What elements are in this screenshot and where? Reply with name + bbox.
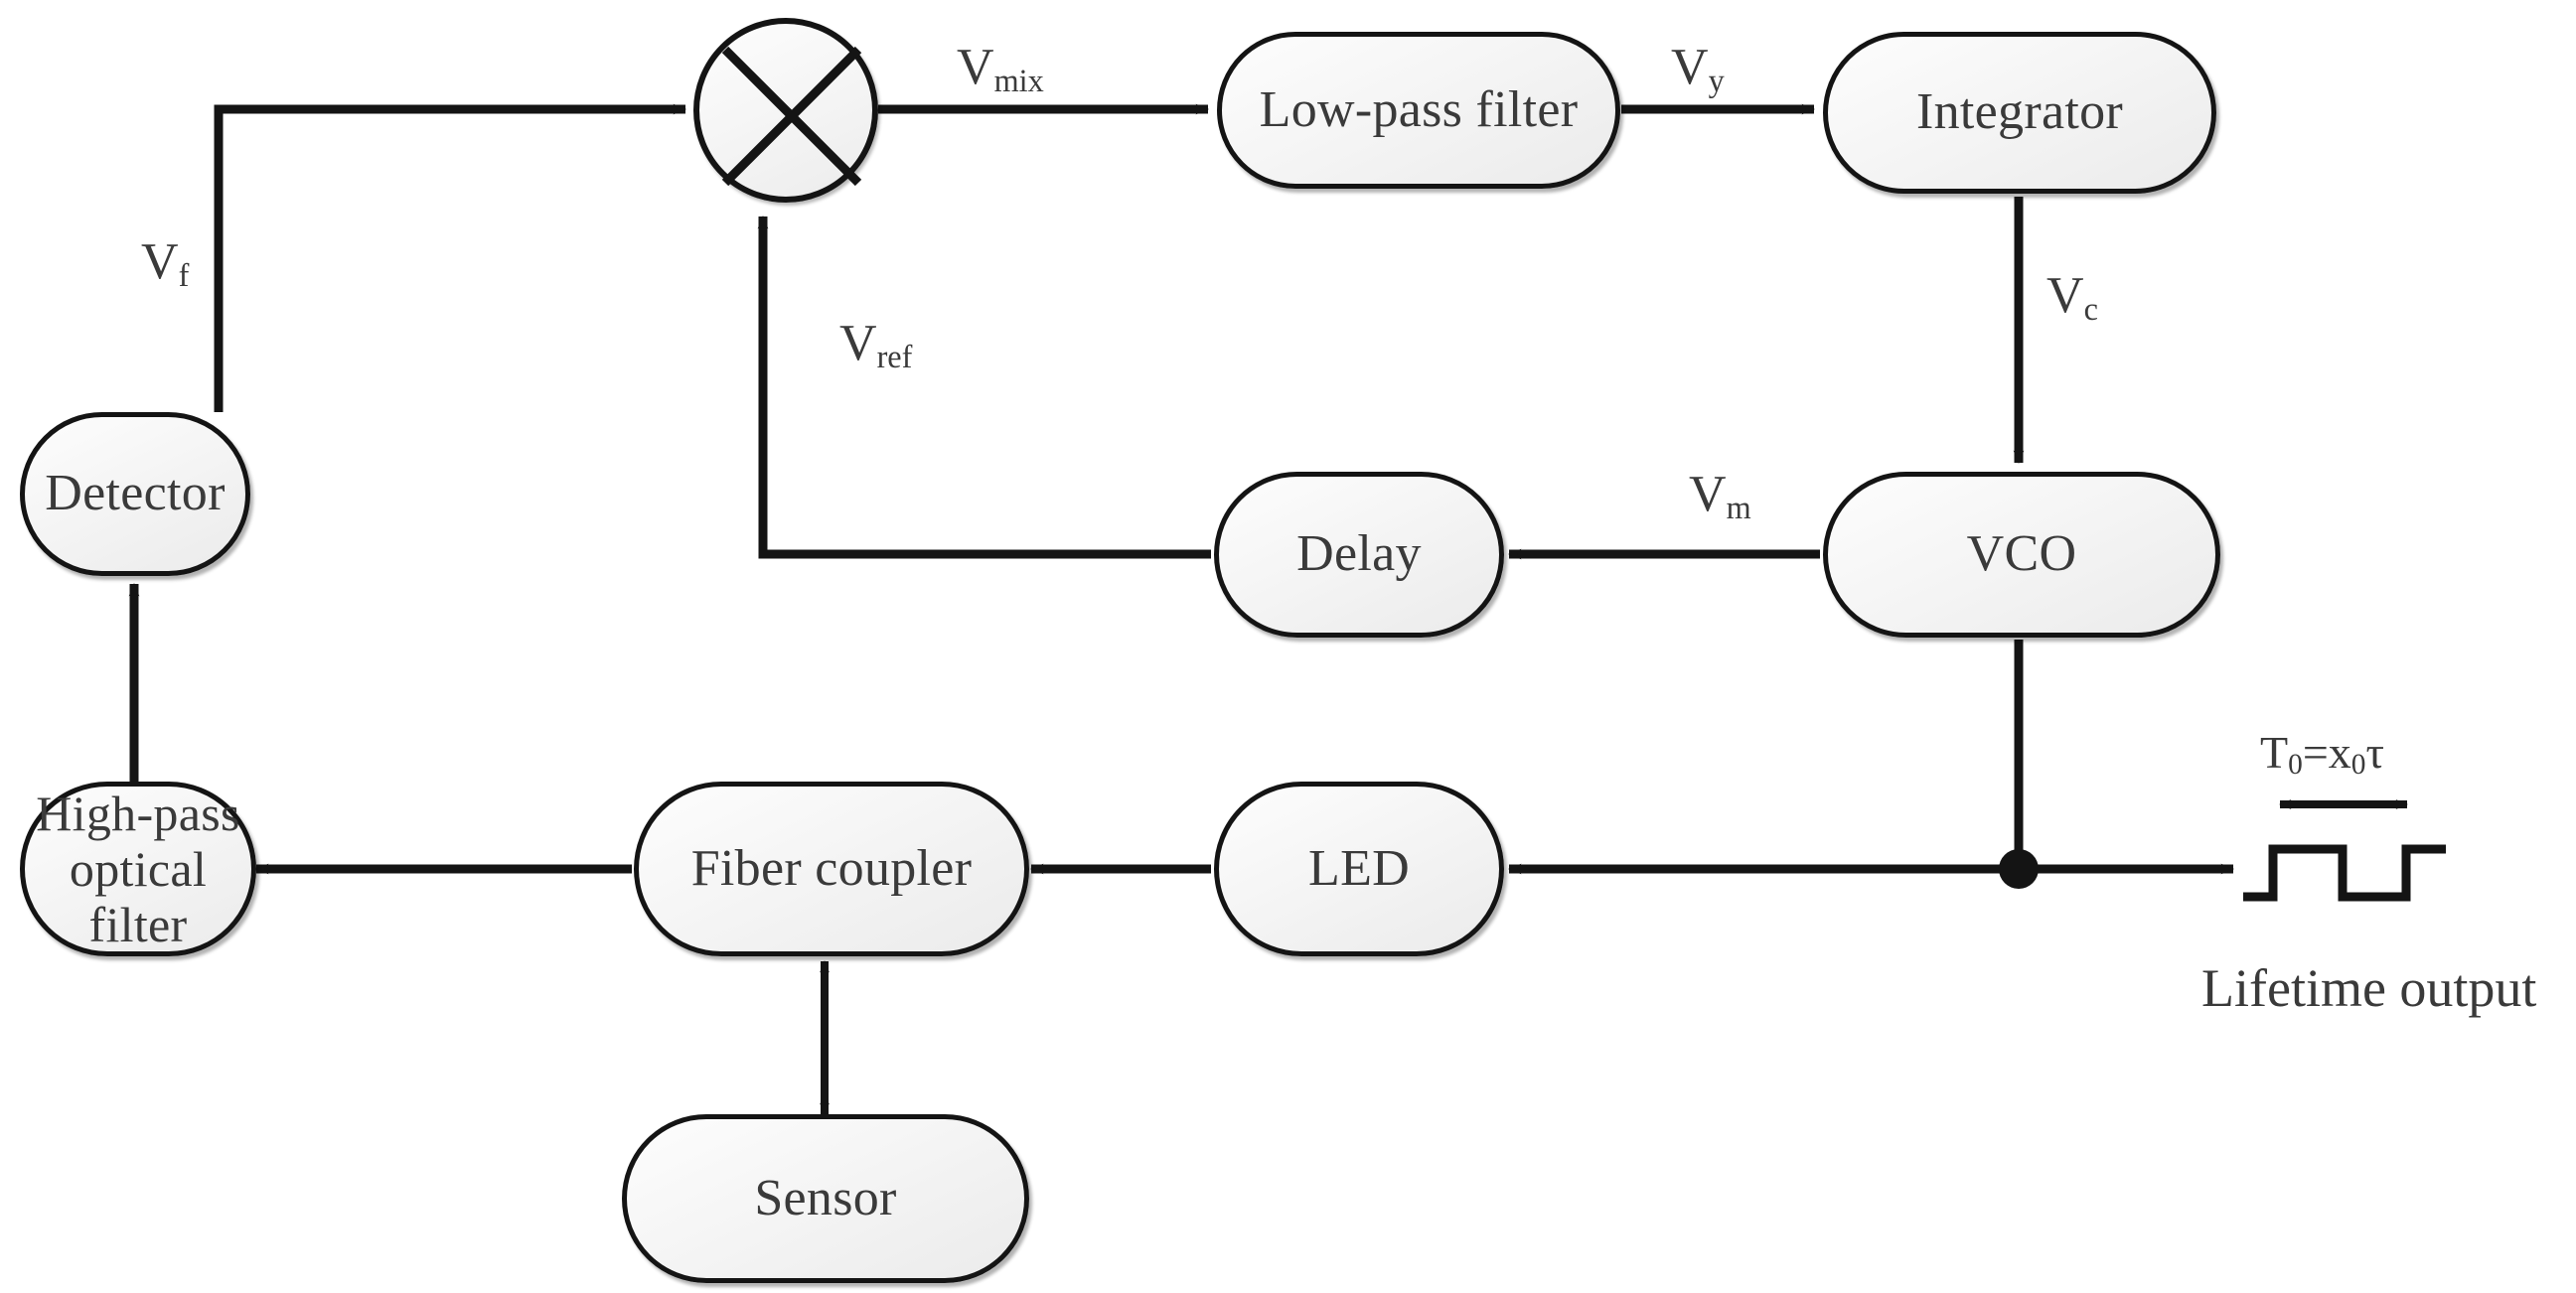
wire-detector-to-mixer	[214, 103, 686, 412]
mixer-node[interactable]	[693, 18, 878, 203]
node-led[interactable]: LED	[1214, 782, 1504, 956]
vc-sub: c	[2083, 290, 2098, 327]
node-fiber-coupler[interactable]: Fiber coupler	[634, 782, 1029, 956]
signal-label-vf: Vf	[141, 233, 189, 291]
node-low-pass-filter[interactable]: Low-pass filter	[1217, 32, 1620, 189]
vmix-sub: mix	[993, 62, 1044, 98]
node-label-high-pass-line2: optical filter	[69, 841, 208, 952]
vf-sub: f	[178, 256, 190, 293]
period-tau: τ	[2365, 727, 2385, 778]
vc-base: V	[2046, 267, 2084, 324]
period-t: T	[2260, 727, 2289, 778]
output-caption: Lifetime output	[2201, 958, 2537, 1018]
lifetime-output-waveform	[2243, 844, 2446, 902]
vmix-base: V	[957, 39, 994, 95]
signal-label-vref: Vref	[839, 315, 912, 372]
node-high-pass-optical-filter[interactable]: High-pass optical filter	[20, 782, 256, 956]
period-eq: =x	[2302, 727, 2351, 778]
node-label-delay: Delay	[1296, 525, 1422, 583]
vref-sub: ref	[876, 338, 913, 374]
vf-base: V	[141, 233, 179, 290]
node-label-detector: Detector	[45, 465, 226, 522]
node-label-low-pass-filter: Low-pass filter	[1259, 80, 1579, 138]
node-label-high-pass-line1: High-pass	[36, 786, 240, 841]
period-formula: T0=x0τ	[2260, 727, 2385, 781]
node-detector[interactable]: Detector	[20, 412, 250, 576]
wire-delay-to-mixer	[757, 216, 1211, 559]
node-label-integrator: Integrator	[1915, 83, 2123, 141]
node-label-sensor: Sensor	[754, 1169, 897, 1226]
vy-sub: y	[1708, 62, 1725, 98]
vm-sub: m	[1726, 489, 1751, 525]
vm-base: V	[1689, 466, 1727, 522]
node-label-led: LED	[1308, 839, 1410, 897]
junction-dot	[1999, 849, 2039, 889]
signal-label-vc: Vc	[2046, 267, 2098, 325]
period-t-sub: 0	[2288, 749, 2303, 782]
node-sensor[interactable]: Sensor	[622, 1114, 1029, 1283]
vref-base: V	[839, 315, 877, 371]
node-vco[interactable]: VCO	[1823, 472, 2220, 638]
mixer-x-icon	[721, 46, 862, 187]
signal-label-vm: Vm	[1689, 466, 1751, 523]
period-x-sub: 0	[2350, 749, 2366, 782]
node-label-fiber-coupler: Fiber coupler	[690, 839, 973, 897]
node-integrator[interactable]: Integrator	[1823, 32, 2216, 194]
signal-label-vy: Vy	[1671, 39, 1725, 96]
vy-base: V	[1671, 39, 1709, 95]
signal-label-vmix: Vmix	[957, 39, 1044, 96]
node-delay[interactable]: Delay	[1214, 472, 1504, 638]
node-label-vco: VCO	[1966, 525, 2077, 583]
